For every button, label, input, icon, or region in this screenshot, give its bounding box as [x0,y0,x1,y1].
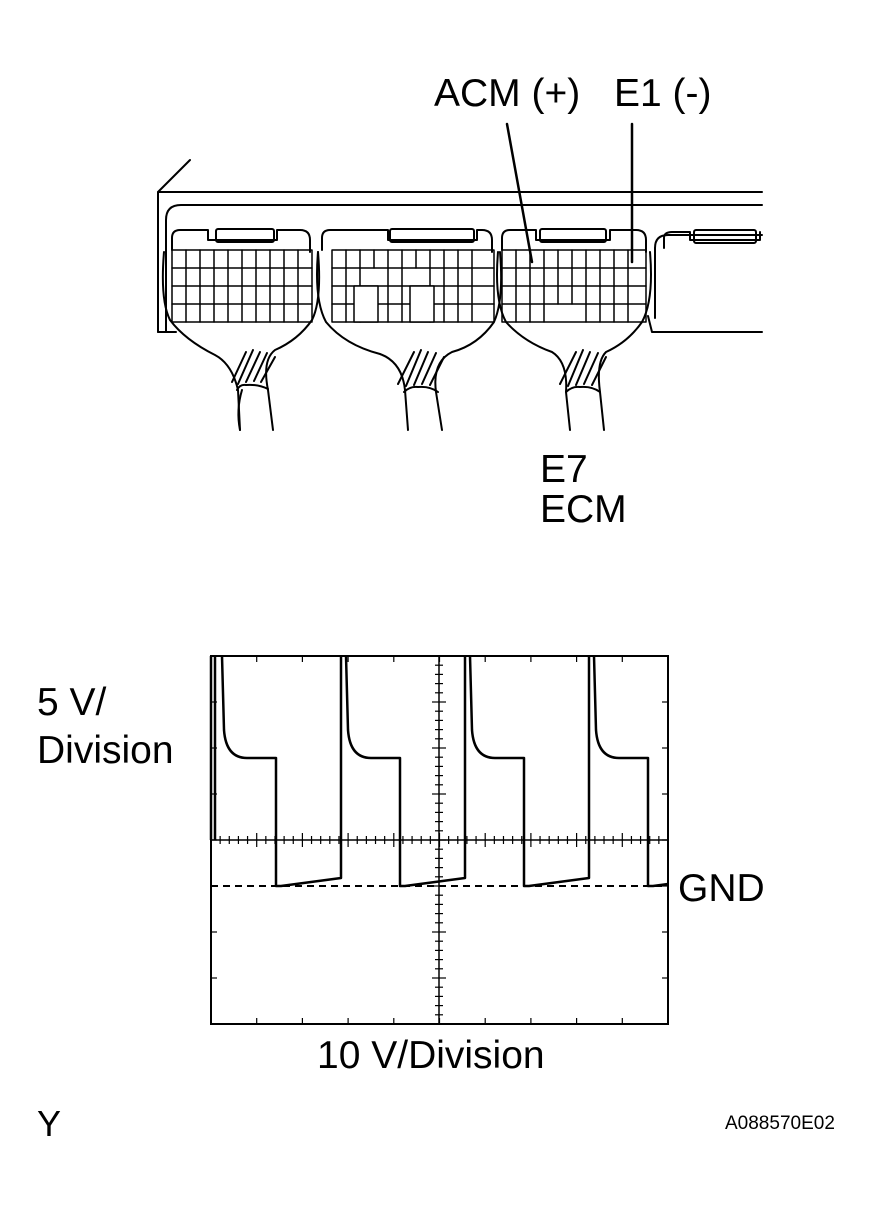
connector-4 [663,229,761,249]
figure-code-label: A088570E02 [725,1113,835,1134]
connector-1 [161,228,321,431]
e1-negative-label: E1 (-) [614,72,712,115]
connector-3 [496,228,652,431]
waveform-trace [209,655,669,888]
corner-mark-label: Y [37,1103,62,1144]
ecm-label: ECM [540,488,627,531]
y-division-label-line1: 5 V/ [37,681,107,724]
gnd-label: GND [678,867,765,910]
connector-2 [316,228,503,431]
acm-positive-label: ACM (+) [434,72,581,115]
y-division-label-line2: Division [37,729,174,772]
connector-code-label: E7 [540,448,588,491]
acm-leader-line [505,122,534,264]
x-division-label: 10 V/Division [317,1034,545,1077]
